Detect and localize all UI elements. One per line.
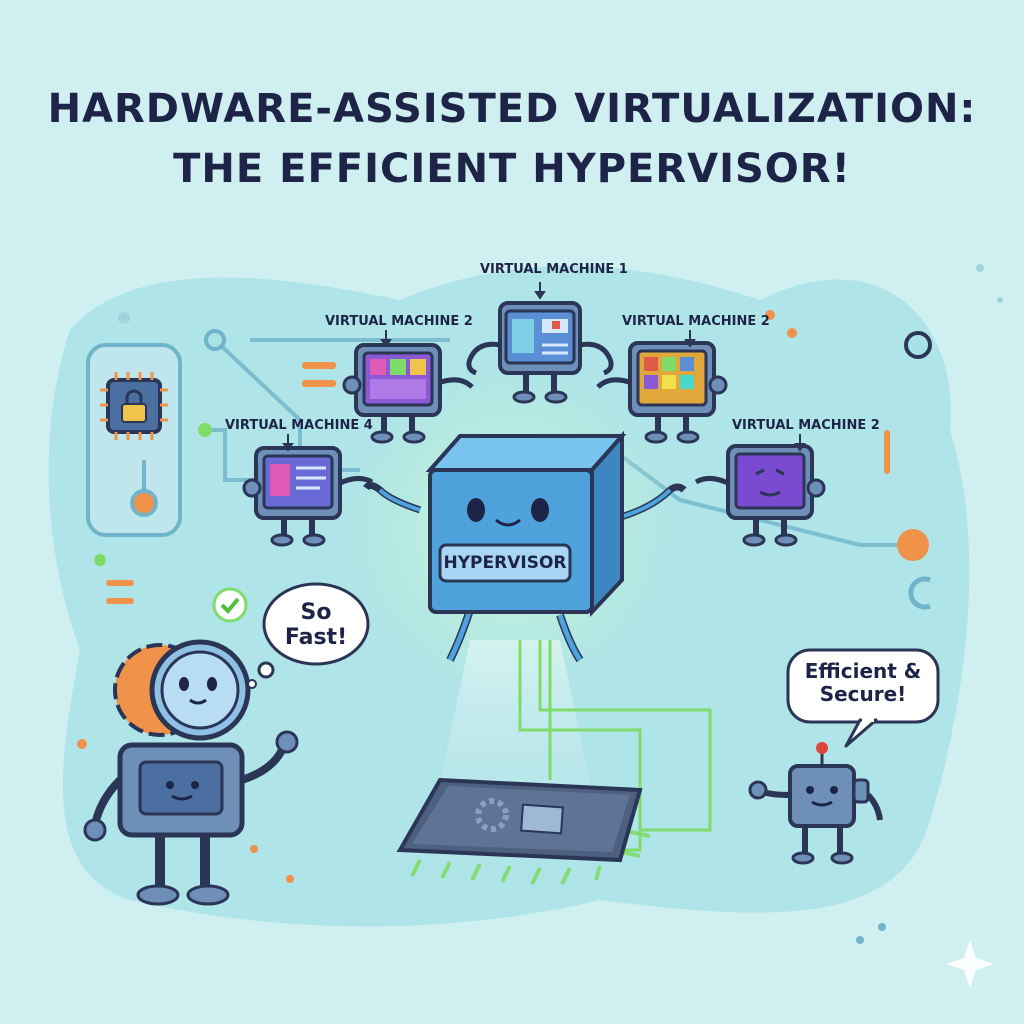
vm-label-1: VIRTUAL MACHINE 1 (480, 262, 628, 277)
hypervisor-cube (363, 430, 687, 663)
node (204, 329, 226, 351)
vm-label-2: VIRTUAL MACHINE 2 (325, 314, 473, 329)
page-title-line-1: HARDWARE-ASSISTED VIRTUALIZATION: (47, 86, 977, 132)
node (897, 529, 929, 561)
bubble-text-right: Efficient & Secure! (804, 659, 922, 706)
decorative-dots (77, 264, 1003, 988)
hypervisor-label: HYPERVISOR (443, 553, 567, 573)
vm-label-5: VIRTUAL MACHINE 2 (732, 418, 880, 433)
virtual-machine-2-robot (342, 343, 474, 444)
vm-label-3: VIRTUAL MACHINE 2 (622, 314, 770, 329)
node (198, 423, 212, 437)
speech-bubble-right (786, 648, 940, 748)
virtual-machine-2b-robot (596, 341, 728, 444)
checkmark-icon (212, 587, 248, 623)
vm-label-4: VIRTUAL MACHINE 4 (225, 418, 373, 433)
virtual-machine-4-robot (242, 446, 374, 547)
virtual-machine-1-robot (466, 301, 614, 404)
page-title-line-2: THE EFFICIENT HYPERVISOR! (173, 146, 851, 192)
label-arrows (282, 282, 806, 452)
node (904, 331, 932, 359)
data-traces (518, 640, 712, 852)
virtual-machine-2c-robot (694, 444, 826, 547)
hardware-cpu-chip (396, 777, 651, 885)
secure-chip-panel (86, 343, 182, 537)
right-helper-robot (748, 742, 883, 865)
speech-bubble-left (247, 582, 370, 689)
node (908, 576, 931, 610)
bubble-text-left: So Fast! (284, 600, 348, 651)
left-helper-robot (83, 639, 299, 906)
